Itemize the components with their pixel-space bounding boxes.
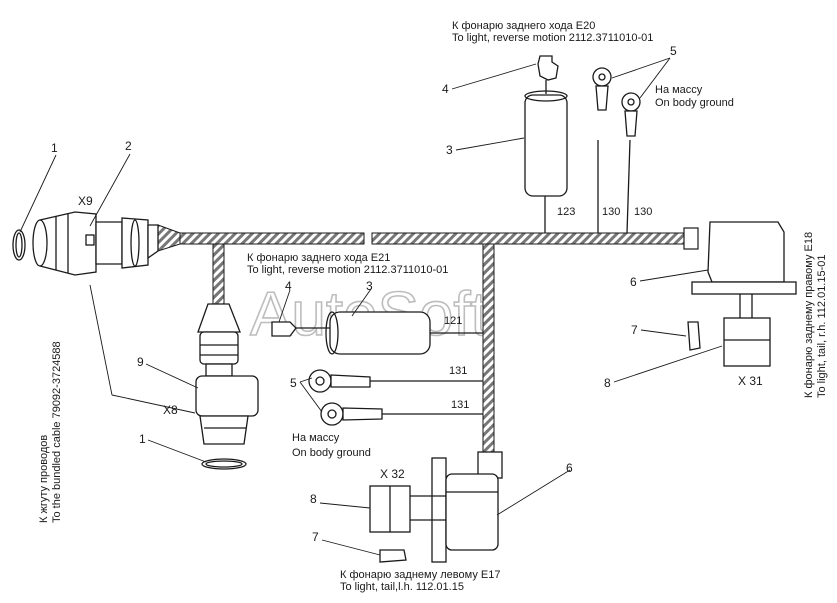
caption-e20-ru: К фонарю заднего хода E20 [452,20,595,32]
caption-ground-top-en: On body ground [655,97,734,109]
o-ring-1 [15,232,23,258]
caption-e17-ru: К фонарю заднему левому E17 [340,569,500,581]
callout-4-mid: 4 [285,279,292,293]
wire-131b: 131 [451,399,469,411]
callout-2: 2 [125,139,132,153]
connector-label-x31: X 31 [738,374,763,388]
callout-6-bottom: 6 [566,461,573,475]
middle-branch [271,311,483,426]
callout-3-top: 3 [446,143,453,157]
wire-131a: 131 [449,365,467,377]
tail-light-right-assembly [687,221,797,367]
clip-7-right [687,321,701,351]
callout-6-right: 6 [630,275,637,289]
caption-ground-mid-en: On body ground [292,447,371,459]
caption-ground-top-ru: На массу [655,84,703,96]
caption-e18-ru: К фонарю заднему правому E18 [803,232,815,398]
caption-bundle-en: To the bundled cable 79092-3724588 [51,341,63,523]
caption-bundle-ru: К жгуту проводов [38,435,50,523]
wire-130b: 130 [634,206,652,218]
caption-e21-en: To light, reverse motion 2112.3711010-01 [247,264,448,276]
caption-e18-en: To light, tail, r.h. 112.01.15-01 [816,255,828,399]
callout-7-bottom: 7 [312,530,319,544]
capacitor-3-mid [329,311,431,355]
clip-7-bottom [379,549,407,563]
callout-1-top: 1 [51,141,58,155]
caption-e17-en: To light, tail,l.h. 112.01.15 [340,581,464,593]
capacitor-3-top [524,94,568,197]
ring-terminal-5d [320,402,344,426]
callout-4-top: 4 [442,82,449,96]
callout-8-right: 8 [604,376,611,390]
connector-x8 [195,303,259,470]
connector-x9 [12,211,159,276]
wire-130a: 130 [602,206,620,218]
terminal-4-mid [271,321,297,337]
wire-123: 123 [557,206,575,218]
callout-1-bottom: 1 [139,432,146,446]
callout-9: 9 [137,355,144,369]
caption-e20-en: To light, reverse motion 2112.3711010-01 [452,32,653,44]
callout-leaders [19,57,723,556]
o-ring-1b [201,458,247,470]
ring-terminal-5c [308,369,332,393]
caption-e21-ru: К фонарю заднего хода E21 [247,252,390,264]
o-ring-1 [12,229,26,261]
connector-label-x9: X9 [78,194,93,208]
harness-trunk [157,224,699,457]
callout-8-bottom: 8 [310,492,317,506]
callout-3-mid: 3 [366,279,373,293]
terminal-4-top [537,55,559,81]
top-branch-wires [524,55,641,234]
socket-8-right [723,317,771,367]
wire-121: 121 [444,315,462,327]
connector-label-x8: X8 [163,403,178,417]
caption-ground-mid-ru: На массу [292,432,340,444]
ring-terminal-5a [592,67,612,87]
ring-terminal-5b [621,92,641,112]
connector-label-x32: X 32 [380,467,405,481]
callout-7-right: 7 [631,323,638,337]
tail-light-left-assembly [369,451,503,563]
callout-5-top: 5 [670,44,677,58]
callout-5-mid: 5 [290,376,297,390]
